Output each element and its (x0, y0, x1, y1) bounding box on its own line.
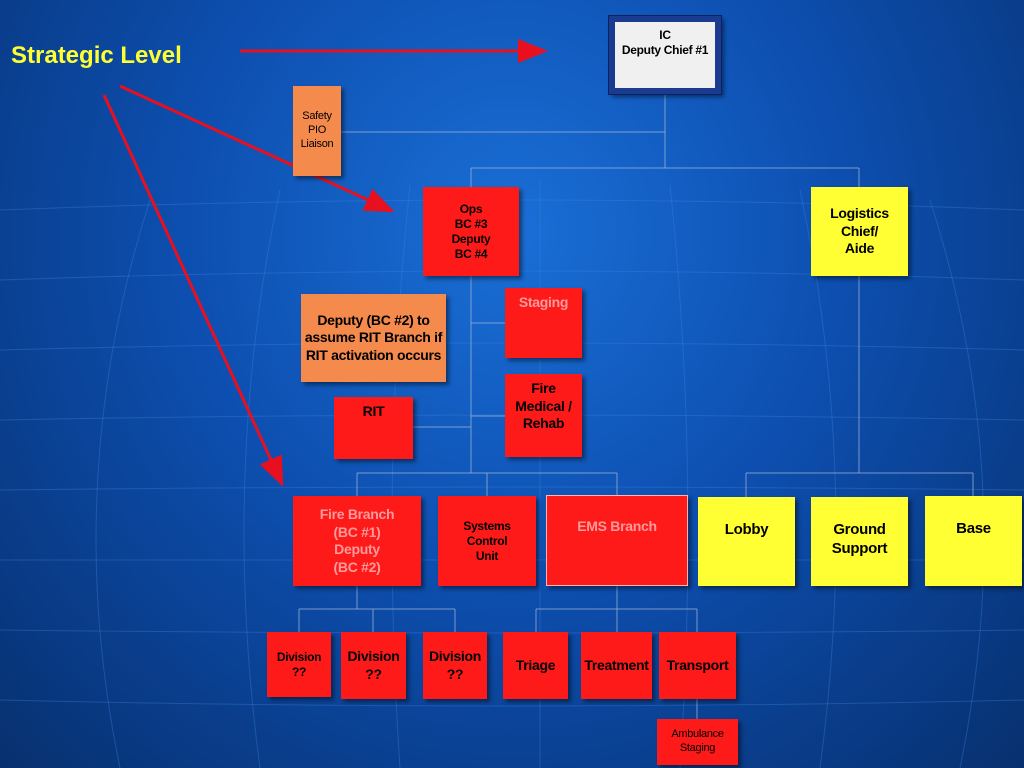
systems-control-unit-box: Systems Control Unit (438, 496, 536, 586)
staging-box: Staging (505, 288, 582, 358)
transport-box: Transport (659, 632, 736, 699)
division-box-3: Division ?? (423, 632, 487, 699)
ops-box: Ops BC #3 Deputy BC #4 (423, 187, 519, 276)
fire-branch-box: Fire Branch (BC #1) Deputy (BC #2) (293, 496, 421, 586)
ground-support-box: Ground Support (811, 497, 908, 586)
base-box: Base (925, 496, 1022, 586)
ems-branch-box: EMS Branch (546, 495, 688, 586)
fire-medical-rehab-box: Fire Medical / Rehab (505, 374, 582, 457)
safety-pio-liaison-box: Safety PIO Liaison (293, 86, 341, 176)
triage-box: Triage (503, 632, 568, 699)
treatment-box: Treatment (581, 632, 652, 699)
lobby-box: Lobby (698, 497, 795, 586)
ic-box: IC Deputy Chief #1 (608, 15, 722, 95)
arrow-to-ops (119, 84, 395, 213)
ambulance-staging-box: Ambulance Staging (657, 719, 738, 765)
strategic-level-label: Strategic Level (11, 42, 182, 69)
division-box-2: Division ?? (341, 632, 406, 699)
rit-box: RIT (334, 397, 413, 459)
division-box-1: Division ?? (267, 632, 331, 697)
arrow-to-fire-branch (102, 94, 284, 487)
deputy-rit-note-box: Deputy (BC #2) to assume RIT Branch if R… (301, 294, 446, 382)
logistics-box: Logistics Chief/ Aide (811, 187, 908, 276)
